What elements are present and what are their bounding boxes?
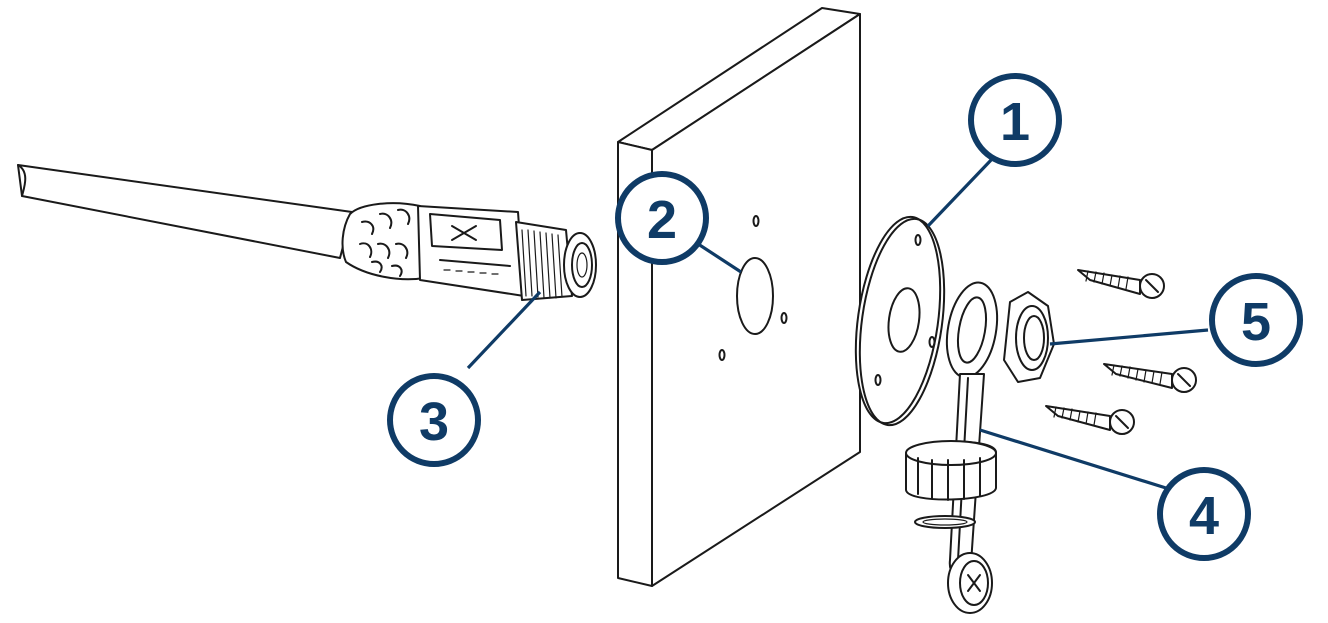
mounting-surface [617, 7, 861, 587]
callout-number: 2 [647, 190, 677, 250]
protective-cap [905, 281, 999, 614]
leader-4 [979, 428, 1167, 490]
screw-bottom [1045, 405, 1135, 435]
callout-1: 1 [968, 73, 1062, 167]
leader-1 [926, 156, 995, 228]
callout-3: 3 [387, 373, 481, 467]
callout-2: 2 [615, 171, 709, 265]
callout-number: 4 [1189, 486, 1219, 546]
mounting-screws [1045, 269, 1197, 435]
leader-3 [466, 290, 542, 370]
callout-4: 4 [1157, 467, 1251, 561]
gasket [854, 215, 946, 427]
cable-connector [341, 202, 597, 301]
hex-nut [1003, 291, 1055, 383]
callout-5: 5 [1209, 273, 1303, 367]
callout-number: 3 [419, 392, 449, 452]
leader-5 [1049, 328, 1209, 346]
callout-number: 5 [1241, 292, 1271, 352]
surface-mounting-holes [718, 215, 788, 361]
cable [17, 164, 353, 259]
screw-top [1077, 269, 1165, 299]
callout-number: 1 [1000, 92, 1030, 152]
screw-middle [1103, 363, 1197, 393]
